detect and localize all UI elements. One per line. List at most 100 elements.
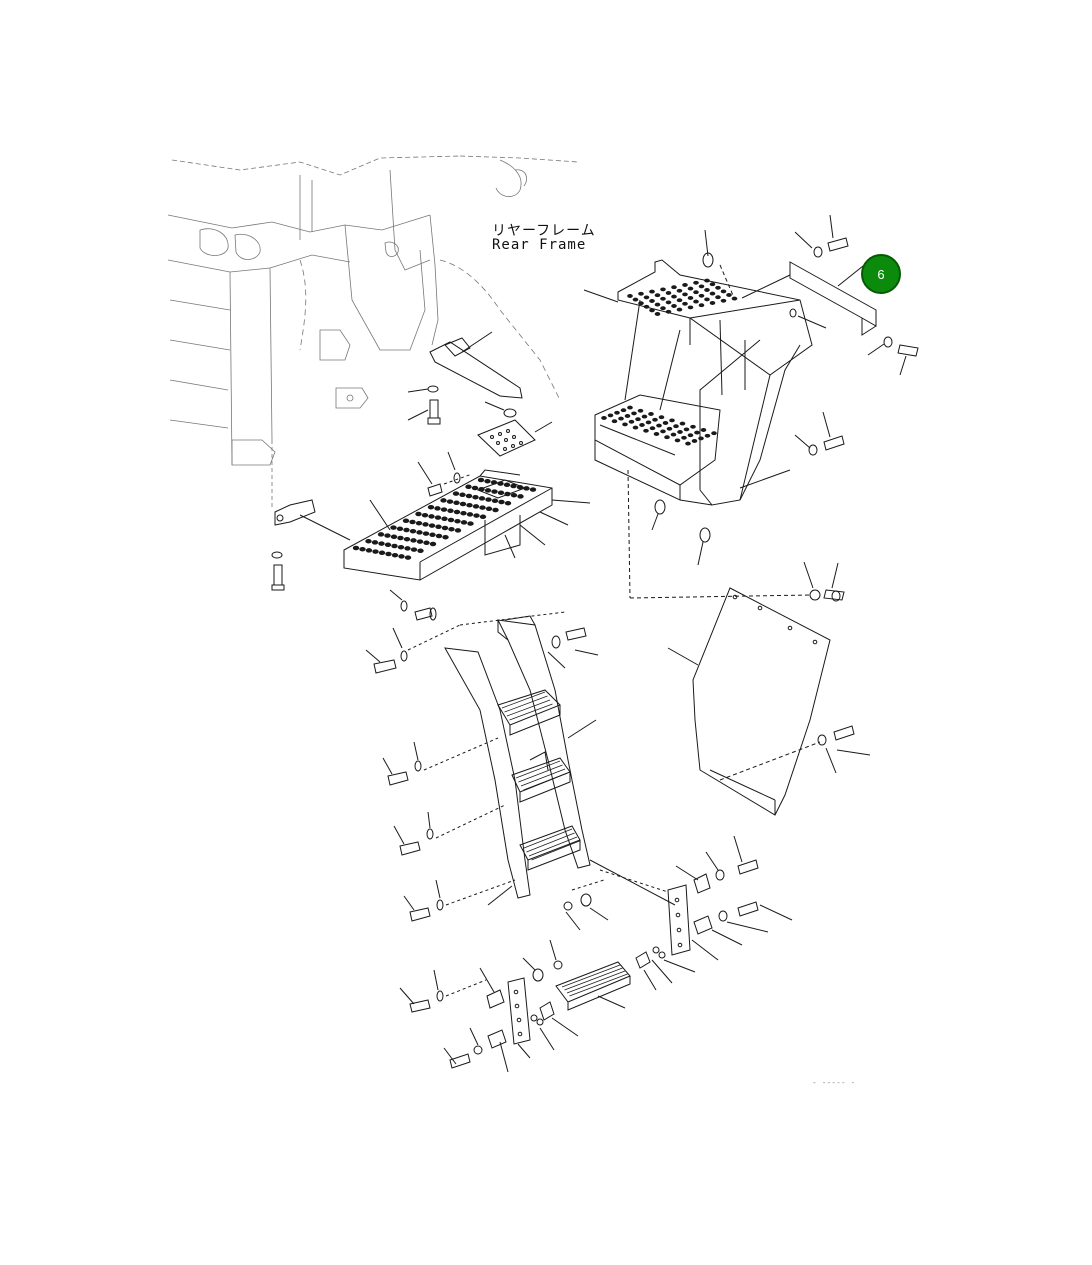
perforation-hole: [416, 539, 424, 544]
perforation-hole: [654, 293, 661, 298]
perforation-hole: [397, 535, 404, 541]
perforation-hole: [435, 533, 443, 539]
perforation-hole: [627, 294, 633, 298]
perforation-hole: [442, 534, 449, 540]
perforation-hole: [503, 482, 511, 488]
perforation-hole: [620, 408, 627, 413]
perforation-hole: [665, 291, 672, 295]
perforation-hole: [693, 280, 699, 285]
frame-label-english: Rear Frame: [492, 237, 587, 253]
perforation-hole: [687, 286, 694, 291]
hinge-bracket: [430, 332, 522, 398]
perforation-hole: [427, 504, 435, 510]
perforation-hole: [434, 515, 442, 520]
perforation-hole: [429, 541, 437, 547]
perforation-hole: [440, 507, 448, 512]
bolt-set-4: [795, 215, 918, 455]
perforation-hole: [484, 488, 492, 493]
perforation-hole: [645, 420, 652, 425]
perforation-hole: [631, 411, 637, 416]
bottom-tread-line: [562, 965, 620, 987]
perforation-hole: [485, 497, 492, 502]
perforation-hole: [403, 536, 411, 542]
perforation-hole: [656, 423, 662, 428]
perforation-hole: [467, 521, 474, 526]
perforation-hole: [423, 540, 430, 546]
drawing-code: - ----- -: [812, 1078, 856, 1087]
perforation-hole: [352, 545, 360, 551]
perforation-hole: [664, 435, 670, 440]
perforation-hole: [384, 542, 392, 548]
bolt-set-3: [390, 590, 436, 620]
ladder-tread-pattern: [502, 692, 628, 996]
perforation-hole: [673, 424, 679, 429]
perforation-hole: [391, 552, 399, 558]
perforation-hole: [648, 412, 654, 416]
perforation-hole: [635, 417, 641, 422]
perforation-hole: [497, 490, 505, 496]
perforation-hole: [676, 298, 683, 303]
perforation-hole: [649, 426, 656, 431]
perforation-hole: [632, 297, 639, 302]
perforation-hole: [422, 531, 430, 536]
perforation-hole: [632, 425, 639, 430]
ladder-tread-line: [510, 704, 553, 720]
perforation-hole: [682, 301, 688, 306]
ladder-bolts: [366, 612, 608, 930]
perforation-hole: [490, 480, 498, 485]
perforation-hole: [448, 526, 455, 532]
perforation-hole: [653, 432, 660, 436]
perforation-hole: [660, 287, 666, 292]
washers-upper: [628, 470, 810, 598]
perforation-hole: [643, 428, 649, 433]
frame-label-japanese: リヤーフレーム: [492, 223, 596, 239]
perforation-hole: [687, 296, 694, 300]
bolt-set-2: [418, 452, 472, 496]
perforation-hole: [681, 435, 687, 440]
perforation-hole: [715, 285, 721, 290]
perforation-hole: [404, 546, 411, 551]
perforation-hole: [677, 430, 683, 434]
perforation-hole: [671, 304, 677, 308]
perforation-hole: [654, 302, 661, 307]
perforation-hole: [687, 433, 694, 438]
perforation-hole: [698, 436, 704, 441]
part-callout-6[interactable]: 6: [877, 266, 885, 282]
perforation-hole: [510, 492, 518, 498]
perforation-hole: [477, 477, 485, 483]
perforation-hole: [465, 484, 472, 490]
perforation-hole: [691, 439, 698, 443]
side-panel: [668, 588, 870, 815]
perforation-hole: [731, 296, 738, 301]
perforation-hole: [669, 418, 675, 423]
perforation-hole: [704, 278, 710, 283]
perforation-hole: [698, 284, 705, 289]
perforation-hole: [460, 520, 468, 525]
perforation-hole: [698, 303, 705, 308]
ladder: [445, 616, 590, 898]
perforation-hole: [453, 509, 461, 515]
perforation-hole: [679, 421, 686, 426]
perforation-hole: [643, 304, 650, 309]
perforation-hole: [447, 517, 455, 523]
ladder-tread-line: [527, 833, 575, 852]
perforation-hole: [472, 504, 480, 509]
perforation-hole: [660, 429, 666, 434]
perforation-hole: [371, 540, 379, 545]
perforation-hole: [441, 516, 448, 522]
small-plate: [478, 420, 552, 456]
perforation-hole: [715, 295, 721, 300]
perforation-hole: [491, 498, 499, 504]
ladder-tread-line: [529, 837, 577, 856]
perforation-hole: [523, 486, 530, 491]
perforation-hole: [479, 514, 487, 520]
perforation-hole: [378, 541, 385, 546]
bottom-tread-line: [570, 974, 628, 996]
perforation-hole: [529, 487, 537, 492]
perforation-hole: [709, 282, 716, 287]
perforation-hole: [638, 301, 644, 306]
perforation-hole: [694, 430, 700, 435]
perforation-hole: [665, 309, 672, 314]
platform-perforations: [352, 477, 537, 560]
